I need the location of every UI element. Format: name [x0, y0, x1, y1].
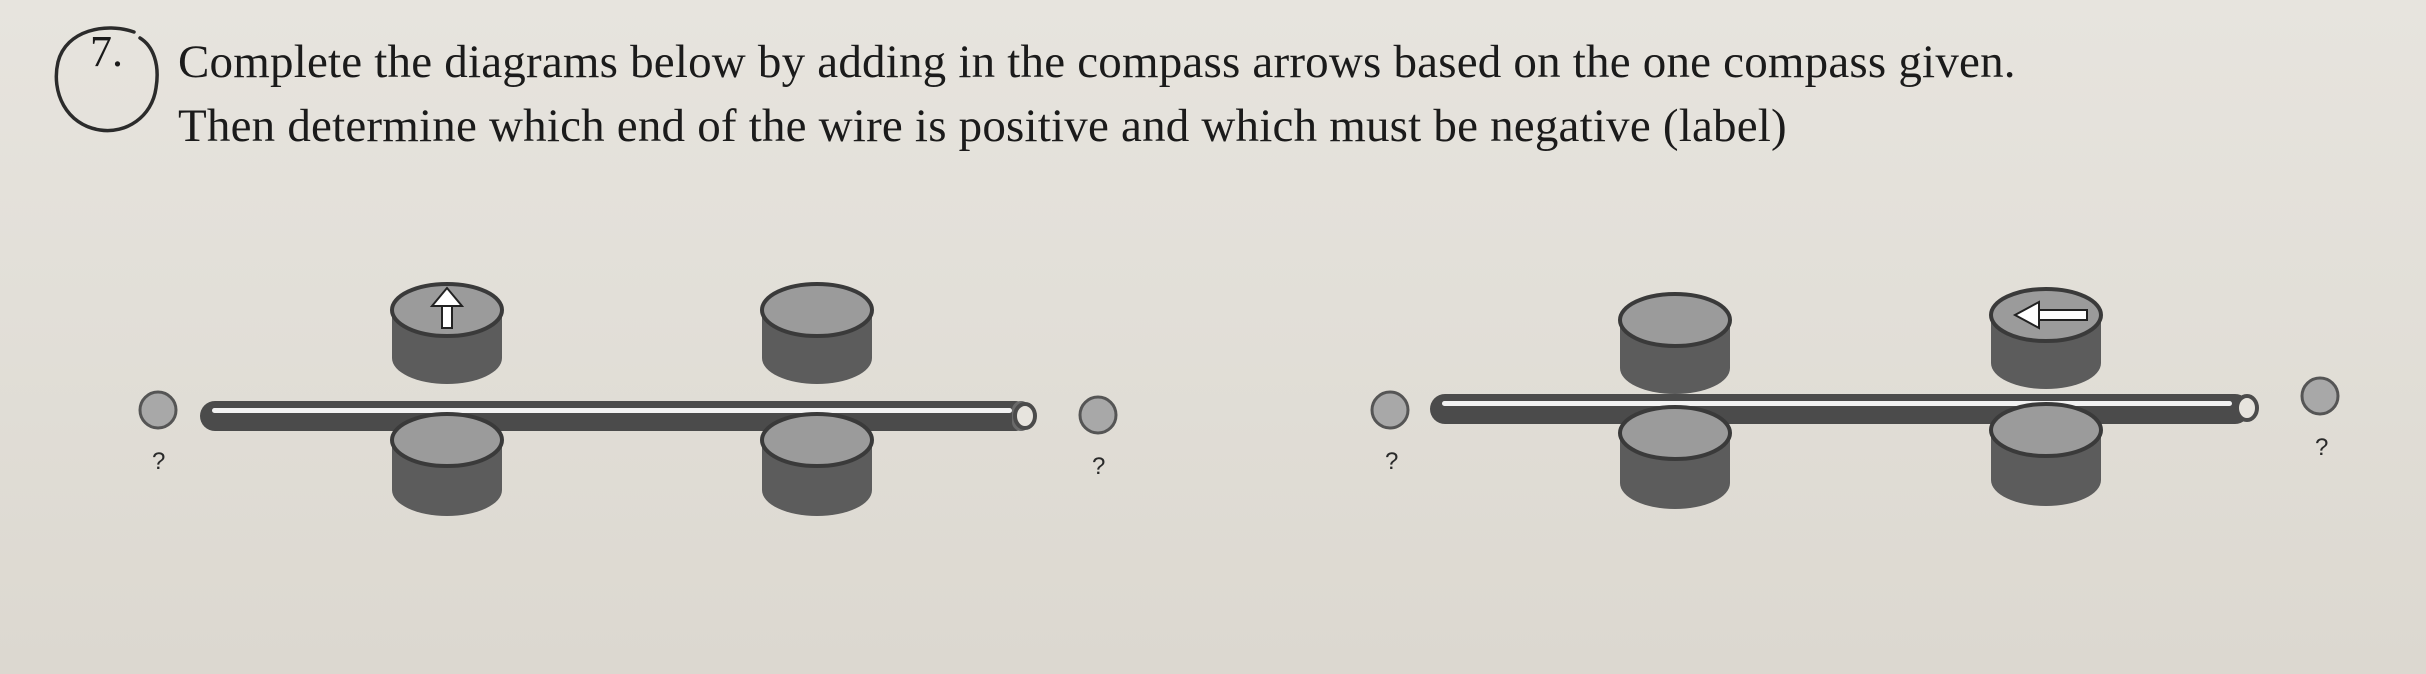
compass-2-top-given [1989, 287, 2103, 389]
wire-highlight [1442, 401, 2232, 406]
right-terminal[interactable] [1078, 395, 1118, 435]
question-number: 7. [90, 27, 123, 76]
compass-1-top[interactable] [1618, 292, 1732, 394]
wire [200, 401, 1030, 431]
question-text-line-2: Then determine which end of the wire is … [178, 100, 1787, 152]
left-terminal-label: ? [1385, 448, 1398, 475]
diagram-left: ? ? [120, 282, 1140, 540]
wire-highlight [212, 408, 1012, 413]
hand-drawn-circle-icon [54, 26, 159, 133]
wire-compass-diagram-right: ? ? [1370, 287, 2340, 509]
compass-1-bottom[interactable] [1618, 405, 1732, 509]
wire-compass-diagram-left: ? ? [138, 282, 1118, 516]
question-text-line-1: Complete the diagrams below by adding in… [178, 36, 2016, 88]
arrow-up-icon [429, 286, 465, 329]
question-prompt: Complete the diagrams below by adding in… [178, 30, 2328, 158]
arrow-left-icon [2012, 300, 2088, 330]
diagram-right: ? ? [1345, 287, 2365, 540]
question-number-marker: 7. [48, 22, 166, 140]
right-terminal-label: ? [2315, 434, 2328, 461]
compass-1-top-given [390, 282, 504, 384]
wire [1430, 394, 2250, 424]
right-terminal[interactable] [2300, 376, 2340, 416]
compass-2-bottom[interactable] [1989, 402, 2103, 506]
compass-1-bottom[interactable] [390, 412, 504, 516]
left-terminal[interactable] [1370, 390, 1410, 430]
left-terminal[interactable] [138, 390, 178, 430]
left-terminal-label: ? [152, 448, 165, 475]
compass-2-top[interactable] [760, 282, 874, 384]
right-terminal-label: ? [1092, 453, 1105, 480]
compass-2-bottom[interactable] [760, 412, 874, 516]
